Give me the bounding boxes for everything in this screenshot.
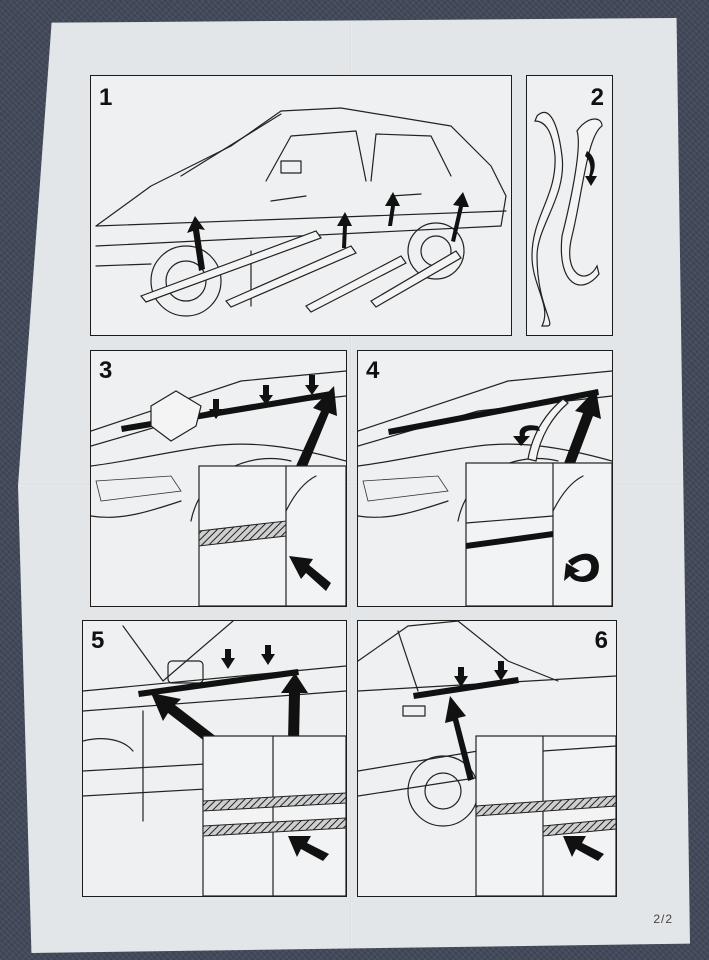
step-5-panel: 5 (82, 620, 347, 897)
step-2-number: 2 (590, 84, 604, 111)
front-door-illustration (83, 621, 346, 896)
step-4-number: 4 (366, 357, 380, 384)
step-3-number: 3 (99, 357, 113, 384)
step-4-panel: 4 (357, 350, 613, 607)
step-6-panel: 6 (357, 620, 617, 897)
step-5-number: 5 (91, 627, 105, 654)
strip-peeling-illustration (531, 111, 603, 327)
rear-door-illustration (358, 621, 616, 896)
paper-fold-vertical (350, 18, 352, 953)
step-6-number: 6 (594, 627, 608, 654)
step-3-panel: 3 (90, 350, 347, 607)
page-number: 2/2 (653, 912, 673, 926)
step-1-panel: 1 (90, 75, 512, 336)
step-1-number: 1 (99, 84, 113, 111)
car-side-illustration (95, 107, 507, 317)
rear-fender-illustration (91, 370, 346, 606)
step-2-panel: 2 (526, 75, 613, 336)
rear-fender-peel-illustration (358, 370, 612, 606)
paper-fold-horizontal (18, 484, 690, 486)
